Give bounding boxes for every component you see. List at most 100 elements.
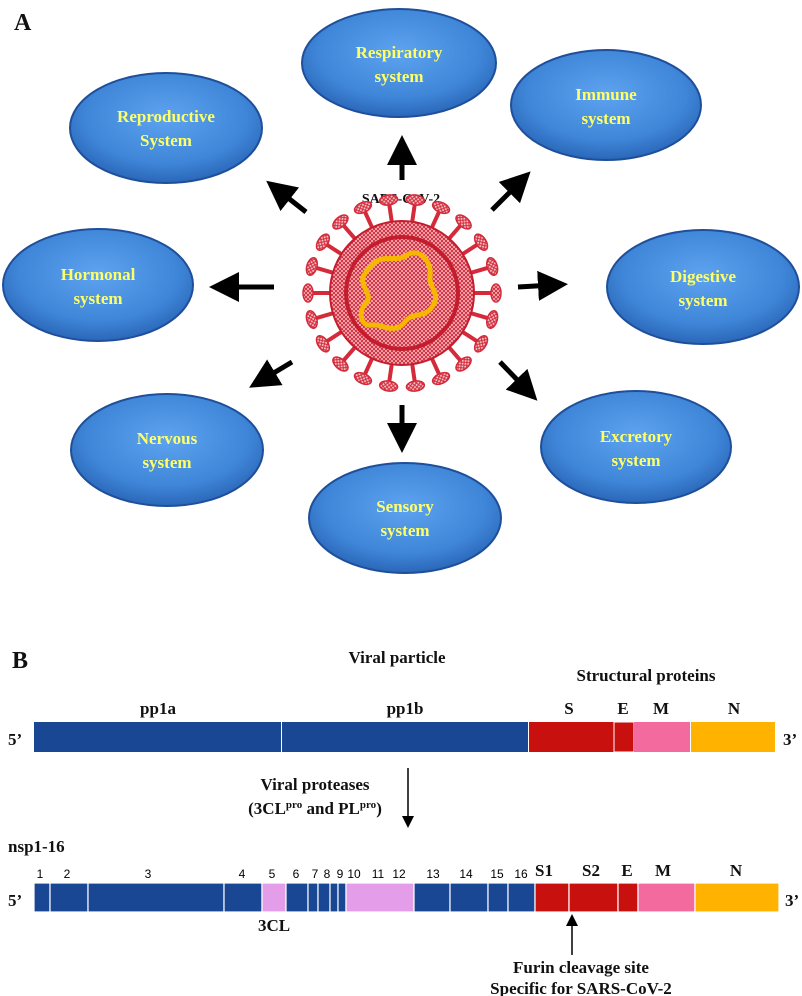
- arrow-reproductive: [266, 180, 308, 214]
- digestive-system-node: Digestive system: [606, 229, 800, 345]
- respiratory-line2: system: [374, 67, 423, 86]
- spike-stalk: [409, 362, 417, 383]
- structural-proteins-title: Structural proteins: [577, 666, 716, 685]
- nsp2-segment: [49, 882, 89, 913]
- s1-label: S1: [535, 861, 553, 880]
- nsp-number: 16: [514, 867, 528, 881]
- bottom-m-segment: [637, 882, 696, 913]
- e-segment: [613, 721, 635, 753]
- spike-head: [473, 233, 489, 251]
- spike-stalk: [315, 310, 336, 321]
- pp1b-segment: [282, 722, 528, 752]
- top-genome-bar: [34, 721, 775, 753]
- s2-label: S2: [582, 861, 600, 880]
- nsp10-segment: [337, 882, 347, 913]
- nsp5-segment: [261, 882, 287, 913]
- spike-stalk: [341, 344, 358, 363]
- nsp3-segment: [87, 882, 225, 913]
- spike-head: [378, 380, 399, 392]
- nervous-line2: system: [142, 453, 191, 472]
- nsp-number: 1: [37, 867, 44, 881]
- reproductive-line1: Reproductive: [117, 107, 215, 126]
- spike-head: [455, 356, 472, 372]
- nsp-number: 11: [372, 867, 385, 881]
- spike-head: [315, 335, 331, 353]
- nsp7-segment: [307, 882, 319, 913]
- m-label: M: [653, 699, 669, 718]
- bottom-n-label: N: [730, 861, 743, 880]
- spike-head: [378, 194, 399, 206]
- spike-stalk: [315, 265, 336, 276]
- hormonal-system-node: Hormonal system: [2, 228, 194, 342]
- bottom-n-segment: [694, 882, 780, 913]
- spike-stalk: [459, 329, 479, 344]
- spike-head: [486, 257, 499, 277]
- spike-stalk: [429, 355, 442, 376]
- reproductive-system-node: Reproductive System: [69, 72, 263, 184]
- spike-head: [473, 335, 489, 353]
- nsp-number: 7: [312, 867, 319, 881]
- sensory-line1: Sensory: [376, 497, 434, 516]
- spike-head: [332, 356, 349, 372]
- pp1b-label: pp1b: [387, 699, 424, 718]
- spike-head: [353, 200, 373, 215]
- nsp-number: 4: [239, 867, 246, 881]
- immune-line2: system: [581, 109, 630, 128]
- nsp-number: 13: [426, 867, 440, 881]
- spike-head: [332, 214, 349, 230]
- bottom-five-prime: 5’: [8, 891, 22, 910]
- spike-stalk: [446, 223, 463, 242]
- respiratory-system-node: Respiratory system: [301, 8, 497, 118]
- immune-line1: Immune: [575, 85, 637, 104]
- spike-stalk: [387, 203, 395, 224]
- arrow-immune: [490, 171, 531, 212]
- n-label: N: [728, 699, 741, 718]
- pp1a-label: pp1a: [140, 699, 176, 718]
- spike-head: [405, 380, 426, 392]
- nsp1-segment: [33, 882, 51, 913]
- nervous-line1: Nervous: [137, 429, 198, 448]
- s2-segment: [568, 882, 619, 913]
- spike-head: [431, 371, 451, 386]
- organ-arrows: [209, 135, 568, 453]
- spike-head: [315, 233, 331, 251]
- nsp11-12-segment: [345, 882, 415, 913]
- arrow-excretory: [498, 360, 538, 401]
- nsp-number: 2: [64, 867, 71, 881]
- spike-head: [305, 257, 318, 277]
- nsp4-segment: [223, 882, 263, 913]
- spike-stalk: [325, 242, 345, 257]
- nsp-number: 14: [459, 867, 473, 881]
- bottom-e-label: E: [621, 861, 632, 880]
- nsp13-segment: [413, 882, 451, 913]
- nsp-number: 10: [347, 867, 361, 881]
- spike-head: [431, 200, 451, 215]
- bottom-genome-bar: [33, 882, 780, 913]
- excretory-line2: system: [611, 451, 660, 470]
- digestive-line2: system: [678, 291, 727, 310]
- arrow-nervous: [249, 359, 294, 388]
- nsp-number: 3: [145, 867, 152, 881]
- nsp15-segment: [487, 882, 509, 913]
- nsp-number: 6: [293, 867, 300, 881]
- s-label: S: [564, 699, 573, 718]
- spike-stalk: [468, 310, 489, 321]
- nsp9-segment: [329, 882, 339, 913]
- spike-stalk: [362, 210, 375, 231]
- n-segment: [691, 722, 775, 752]
- spike-head: [455, 214, 472, 230]
- viral-particle-title: Viral particle: [348, 648, 446, 667]
- spike-head: [405, 194, 426, 206]
- spike-stalk: [409, 203, 417, 224]
- s-segment: [529, 722, 614, 752]
- furin-line1: Furin cleavage site: [513, 958, 649, 977]
- spike-head: [486, 309, 499, 329]
- sensory-line2: system: [380, 521, 429, 540]
- spike-stalk: [341, 223, 358, 242]
- virus-icon: [302, 194, 502, 392]
- s1-segment: [534, 882, 570, 913]
- spike-stalk: [362, 355, 375, 376]
- bottom-three-prime: 3’: [785, 891, 799, 910]
- virus-spikes: [302, 194, 502, 392]
- nsp6-segment: [285, 882, 309, 913]
